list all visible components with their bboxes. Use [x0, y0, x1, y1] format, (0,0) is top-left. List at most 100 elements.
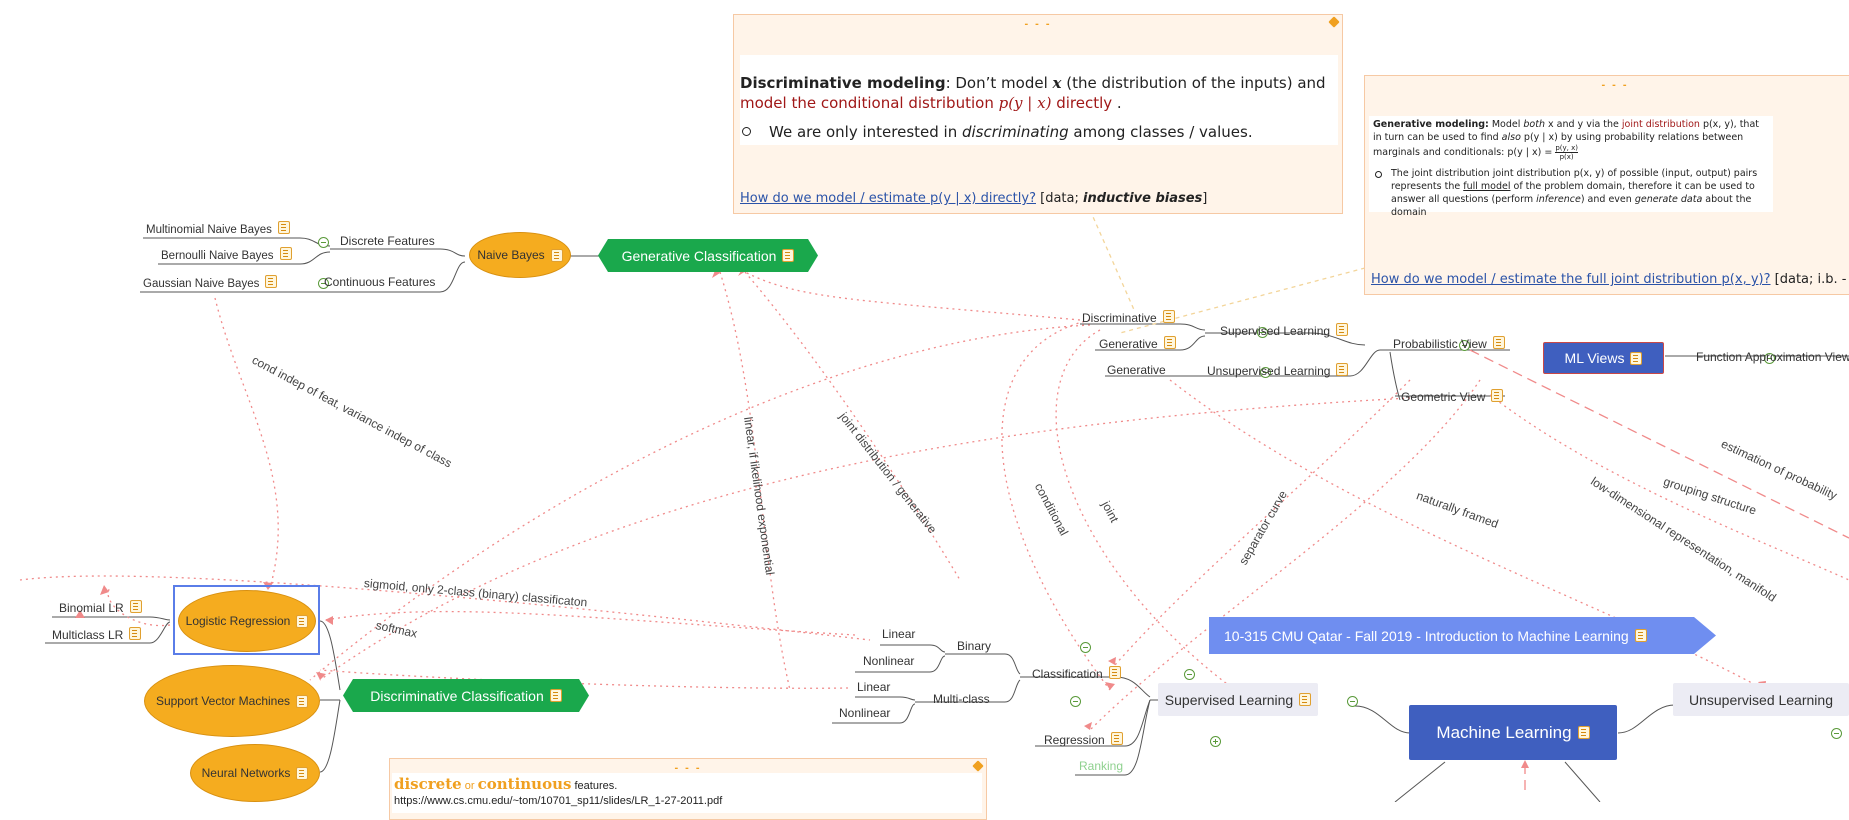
collapse-minus-icon[interactable] [1459, 340, 1471, 351]
node-ml-views[interactable]: ML Views [1543, 342, 1664, 374]
node-generative-classification[interactable]: Generative Classification [598, 239, 818, 272]
node-unsupervised-learning-sub[interactable]: Unsupervised Learning [1207, 363, 1349, 378]
node-label: Discriminative [1082, 311, 1157, 325]
note-icon[interactable] [129, 600, 142, 613]
node-label: ML Views [1564, 350, 1625, 366]
math-pyx: p(y | x) [998, 94, 1052, 112]
node-label: Multinomial Naive Bayes [146, 224, 272, 236]
note-text: of the problem domain, therefore it can … [1391, 181, 1755, 205]
note-icon[interactable] [1635, 629, 1647, 642]
note-body: Generative modeling: Model both x and y … [1369, 116, 1773, 218]
note-link[interactable]: How do we model / estimate p(y | x) dire… [740, 191, 1036, 206]
node-supervised-learning-sub[interactable]: Supervised Learning [1220, 323, 1349, 338]
note-collapse-handle[interactable]: - - - [1601, 79, 1629, 91]
note-footer: How do we model / estimate the full join… [1371, 272, 1849, 287]
note-icon[interactable] [265, 275, 278, 288]
collapse-minus-icon[interactable] [1346, 696, 1358, 707]
collapse-minus-icon[interactable] [1080, 642, 1092, 653]
node-supervised-learning[interactable]: Supervised Learning [1158, 683, 1318, 716]
node-geometric-view[interactable]: Geometric View [1401, 389, 1504, 404]
discriminative-modeling-note[interactable]: - - - Discriminative modeling: Don’t mod… [733, 14, 1343, 214]
node-discriminative[interactable]: Discriminative [1082, 310, 1175, 325]
node-multinomial-naive-bayes[interactable]: Multinomial Naive Bayes [146, 221, 290, 236]
note-icon[interactable] [1108, 666, 1121, 679]
node-nonlinear-binary[interactable]: Nonlinear [863, 654, 915, 668]
generative-modeling-note[interactable]: - - - Generative modeling: Model both x … [1364, 75, 1849, 295]
collapse-minus-icon[interactable] [1831, 728, 1843, 739]
node-binary[interactable]: Binary [957, 639, 992, 653]
note-icon[interactable] [782, 249, 794, 262]
note-icon[interactable] [1336, 363, 1349, 376]
node-neural-networks[interactable]: Neural Networks [190, 744, 320, 802]
note-text: p(x, y), that in turn can be used to fin… [1373, 119, 1759, 143]
note-icon[interactable] [296, 614, 309, 628]
note-bullet: The joint distribution joint distributio… [1369, 163, 1773, 219]
node-nonlinear-multi[interactable]: Nonlinear [839, 706, 891, 720]
node-discrete-features[interactable]: Discrete Features [340, 234, 435, 248]
note-icon[interactable] [1110, 732, 1123, 745]
note-icon[interactable] [550, 689, 562, 702]
note-link[interactable]: How do we model / estimate the full join… [1371, 272, 1771, 287]
note-icon[interactable] [1163, 336, 1176, 349]
node-continuous-features[interactable]: Continuous Features [324, 275, 436, 289]
node-label: Supervised Learning [1164, 691, 1294, 708]
note-icon[interactable] [1299, 693, 1312, 706]
note-icon[interactable] [296, 694, 309, 708]
fraction-numerator: p(y, x) [1555, 144, 1578, 153]
collapse-minus-icon[interactable] [1257, 327, 1269, 338]
node-classification[interactable]: Classification [1032, 666, 1121, 681]
node-ranking[interactable]: Ranking [1079, 759, 1124, 773]
node-probabilistic-view[interactable]: Probabilistic View [1393, 336, 1505, 351]
note-text-highlight: joint distribution [1621, 119, 1700, 130]
collapse-minus-icon[interactable] [1184, 669, 1196, 680]
node-label: Generative Classification [621, 247, 777, 264]
note-icon[interactable] [1492, 336, 1505, 349]
node-label: Unsupervised Learning [1689, 691, 1833, 708]
collapse-minus-icon[interactable] [1259, 367, 1271, 378]
node-machine-learning[interactable]: Machine Learning [1409, 705, 1617, 760]
note-icon[interactable] [550, 248, 563, 262]
note-url[interactable]: https://www.cs.cmu.edu/~tom/10701_sp11/s… [394, 795, 723, 807]
node-unsupervised-learning[interactable]: Unsupervised Learning [1673, 683, 1849, 716]
node-regression[interactable]: Regression [1044, 732, 1123, 747]
note-text: The joint distribution joint distributio… [1391, 168, 1758, 192]
features-note[interactable]: - - - discrete or continuous features. h… [389, 758, 987, 820]
expand-plus-icon[interactable] [1210, 736, 1222, 747]
node-generative-unsup[interactable]: Generative [1107, 363, 1166, 377]
node-label: Bernoulli Naive Bayes [161, 250, 274, 262]
note-text: [data; [1036, 191, 1083, 206]
node-discriminative-classification[interactable]: Discriminative Classification [343, 679, 589, 712]
note-icon[interactable] [1336, 323, 1349, 336]
node-bernoulli-naive-bayes[interactable]: Bernoulli Naive Bayes [161, 247, 292, 262]
note-text: We are only interested in [769, 123, 962, 141]
node-multiclass-lr[interactable]: Multiclass LR [52, 627, 142, 642]
node-linear-multi[interactable]: Linear [857, 680, 891, 694]
node-multi-class[interactable]: Multi-class [933, 692, 990, 706]
node-function-approximation-view[interactable]: Function Approximation View [1696, 350, 1849, 364]
note-icon[interactable] [279, 247, 292, 260]
node-support-vector-machines[interactable]: Support Vector Machines [144, 665, 320, 737]
collapse-minus-icon[interactable] [1069, 696, 1081, 707]
node-label: Generative [1099, 337, 1158, 351]
note-icon[interactable] [1577, 726, 1590, 739]
node-generative[interactable]: Generative [1099, 336, 1176, 351]
node-label: Neural Networks [201, 766, 291, 780]
node-linear-binary[interactable]: Linear [882, 627, 916, 641]
note-icon[interactable] [296, 766, 309, 780]
note-collapse-handle[interactable]: - - - [674, 762, 702, 774]
node-gaussian-naive-bayes[interactable]: Gaussian Naive Bayes [143, 275, 278, 290]
collapse-minus-icon[interactable] [318, 278, 330, 289]
note-icon[interactable] [1491, 389, 1504, 402]
node-logistic-regression[interactable]: Logistic Regression [178, 590, 316, 652]
note-icon[interactable] [129, 627, 142, 640]
note-icon[interactable] [1162, 310, 1175, 323]
note-icon[interactable] [1630, 351, 1643, 365]
note-collapse-handle[interactable]: - - - [1024, 18, 1052, 30]
collapse-minus-icon[interactable] [1764, 353, 1776, 364]
fraction-denominator: p(x) [1559, 153, 1574, 161]
node-naive-bayes[interactable]: Naive Bayes [469, 232, 571, 278]
node-binomial-lr[interactable]: Binomial LR [59, 600, 142, 615]
note-icon[interactable] [277, 221, 290, 234]
course-banner[interactable]: 10-315 CMU Qatar - Fall 2019 - Introduct… [1209, 617, 1716, 654]
collapse-minus-icon[interactable] [318, 237, 329, 248]
